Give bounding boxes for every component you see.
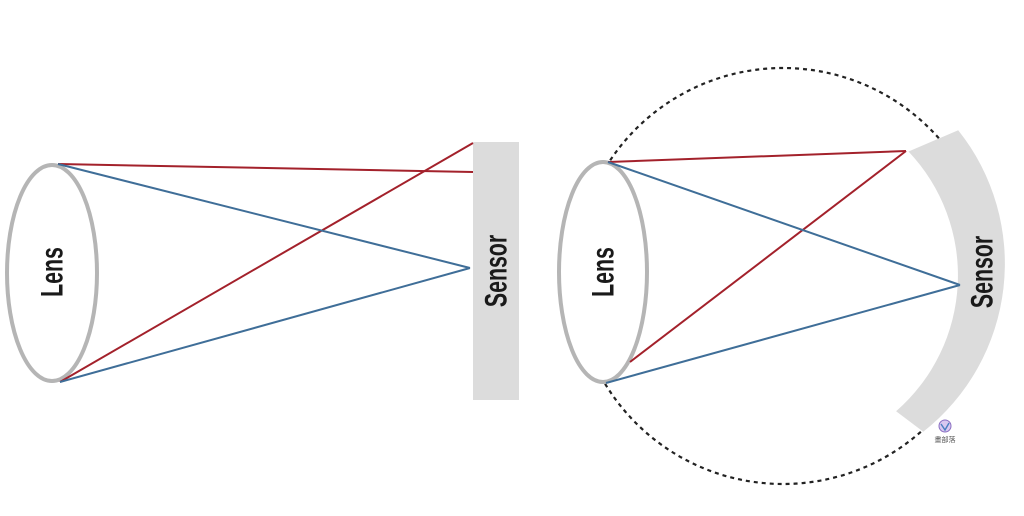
left-lens	[5, 163, 99, 383]
watermark-text: 畫部落	[935, 435, 956, 444]
flat-sensor	[473, 142, 519, 400]
left-red-ray-top	[57, 163, 474, 173]
right-blue-ray-top	[607, 161, 961, 286]
left-sensor-label: Sensor	[478, 234, 513, 307]
left-red-ray-bottom	[59, 142, 474, 383]
curved-sensor	[896, 130, 1005, 432]
left-blue-ray-bottom	[59, 267, 471, 383]
watermark-logo-icon	[938, 419, 952, 433]
watermark: 畫部落	[935, 419, 956, 444]
curved-sensor-diagram: Lens Sensor	[557, 66, 1005, 486]
right-sensor-label: Sensor	[964, 235, 999, 308]
watermark-logo-mark-icon	[940, 422, 950, 432]
right-red-ray-top	[607, 150, 907, 163]
right-blue-ray-bottom	[605, 284, 961, 384]
flat-sensor-diagram: Lens Sensor	[5, 142, 519, 400]
left-lens-label: Lens	[34, 247, 69, 297]
right-lens	[557, 160, 649, 384]
right-red-ray-bottom	[629, 150, 907, 363]
left-blue-ray-top	[57, 163, 471, 269]
right-lens-label: Lens	[585, 247, 620, 297]
